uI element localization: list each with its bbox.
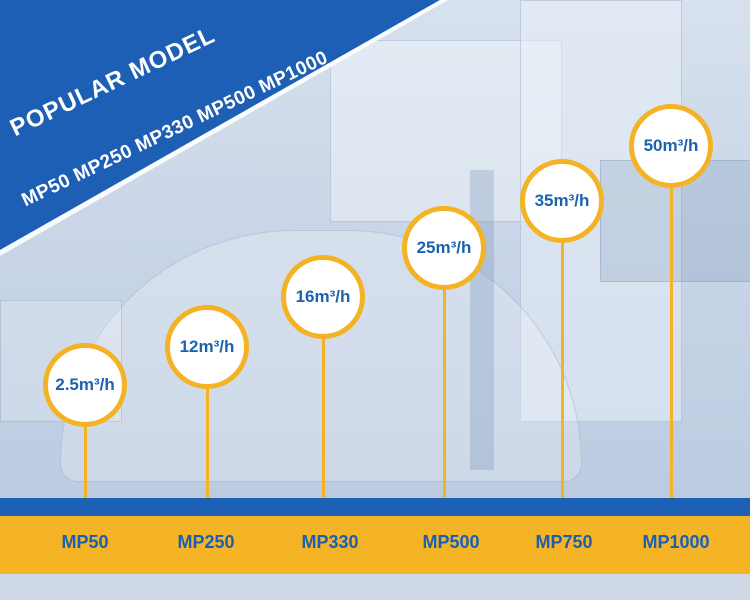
stem-mp250 — [206, 385, 209, 500]
blue-strip — [0, 498, 750, 516]
model-label-mp750: MP750 — [535, 532, 593, 552]
stem-mp500 — [443, 285, 446, 500]
capacity-label: 50m³/h — [643, 136, 699, 155]
capacity-circle-mp250: 12m³/h — [165, 305, 249, 389]
capacity-label: 35m³/h — [534, 191, 590, 210]
capacity-label: 12m³/h — [179, 337, 235, 356]
model-label-mp50: MP50 — [61, 532, 109, 552]
model-label-mp500: MP500 — [422, 532, 480, 552]
stem-mp1000 — [670, 185, 673, 500]
capacity-circle-mp1000: 50m³/h — [629, 104, 713, 188]
capacity-label: 2.5m³/h — [55, 375, 115, 394]
capacity-label: 16m³/h — [295, 287, 351, 306]
model-label-mp1000: MP1000 — [642, 532, 710, 552]
model-label-mp250: MP250 — [177, 532, 235, 552]
popular-model-banner — [0, 0, 448, 256]
capacity-circle-mp50: 2.5m³/h — [43, 343, 127, 427]
stem-mp330 — [322, 335, 325, 500]
capacity-circle-mp330: 16m³/h — [281, 255, 365, 339]
bottom-background — [0, 574, 750, 600]
stem-mp50 — [84, 420, 87, 500]
capacity-label: 25m³/h — [416, 238, 472, 257]
model-bar — [0, 516, 750, 574]
capacity-circle-mp500: 25m³/h — [402, 206, 486, 290]
stem-mp750 — [561, 240, 564, 500]
model-label-mp330: MP330 — [301, 532, 359, 552]
banner-edge — [0, 0, 448, 256]
capacity-circle-mp750: 35m³/h — [520, 159, 604, 243]
